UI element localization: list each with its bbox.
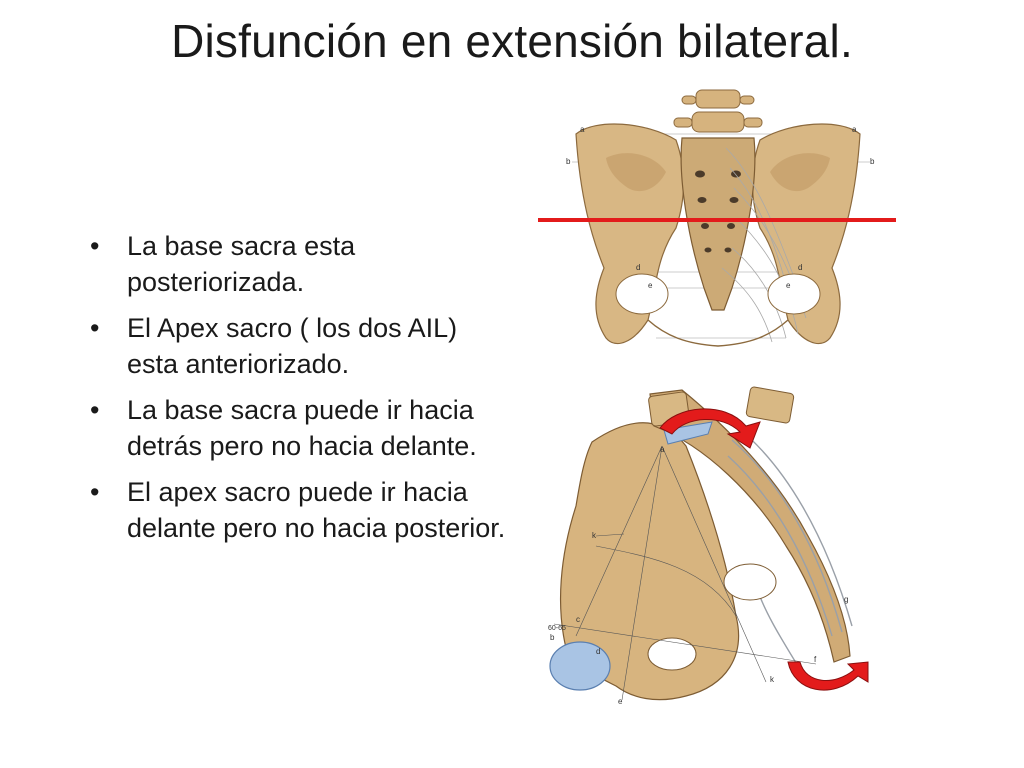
figure-letter: e [618, 697, 623, 706]
bullet-dot: • [90, 395, 100, 425]
bullet-list: • La base sacra esta posteriorizada. • E… [80, 228, 510, 556]
figure-letter: k [770, 675, 775, 684]
pelvis-sagittal-view-illustration: a k b c d e f g k 60-65 [548, 386, 869, 706]
figure-letter: a [852, 125, 857, 134]
ilium [559, 422, 740, 701]
figure-letters: a b a b d d e e [566, 125, 875, 290]
figure-letter: d [636, 263, 640, 272]
figure-letter: f [814, 655, 817, 664]
angle-label: 60-65 [548, 625, 566, 632]
bullet-text: El Apex sacro ( los dos AIL) esta anteri… [127, 313, 458, 379]
lumbar-vertebrae [673, 89, 763, 133]
right-wing-shadow [770, 153, 830, 192]
sacral-base-cartilage [663, 421, 713, 445]
bullet-dot: • [90, 477, 100, 507]
bullet-text: El apex sacro puede ir hacia delante per… [127, 477, 506, 543]
pelvis-posterior-view-illustration: a b a b d d e e [538, 89, 896, 347]
construction-lines [553, 445, 817, 701]
figure-letter: b [566, 157, 571, 166]
bullet-item: • El Apex sacro ( los dos AIL) esta ante… [80, 310, 510, 382]
sacral-foramina [695, 170, 741, 253]
curved-rotation-arrow-icon [787, 661, 869, 691]
figure-letter: d [596, 647, 600, 656]
figure-letter: d [798, 263, 802, 272]
bullet-text: La base sacra esta posteriorizada. [127, 231, 356, 297]
figure-letters: a k b c d e f g k 60-65 [548, 445, 848, 706]
pubic-symphysis-surface [549, 641, 611, 691]
bullet-dot: • [90, 313, 100, 343]
figure-letter: a [660, 445, 665, 454]
bullet-item: • La base sacra esta posteriorizada. [80, 228, 510, 300]
figure-letter: k [592, 531, 597, 540]
bullet-text: La base sacra puede ir hacia detrás pero… [127, 395, 477, 461]
figure-letter: g [844, 595, 848, 604]
sacral-ligaments [721, 147, 807, 343]
figure-letter: b [550, 633, 555, 642]
obturator-opening [647, 637, 697, 671]
slide-title: Disfunción en extensión bilateral. [171, 15, 853, 67]
left-wing-shadow [606, 153, 666, 192]
curved-rotation-arrow-icon [659, 408, 761, 449]
sciatic-notch-opening [723, 563, 777, 601]
figure-letter: e [648, 281, 653, 290]
bullet-item: • El apex sacro puede ir hacia delante p… [80, 474, 510, 546]
figure-letter: b [870, 157, 875, 166]
sacrum [680, 137, 756, 311]
bullet-item: • La base sacra puede ir hacia detrás pe… [80, 392, 510, 464]
figure-letter: e [786, 281, 791, 290]
left-obturator-foramen [615, 273, 669, 315]
bullet-dot: • [90, 231, 100, 261]
right-obturator-foramen [767, 273, 821, 315]
pubic-arch [647, 319, 789, 347]
figure-letter: c [576, 615, 580, 624]
figure-letter: a [580, 125, 585, 134]
